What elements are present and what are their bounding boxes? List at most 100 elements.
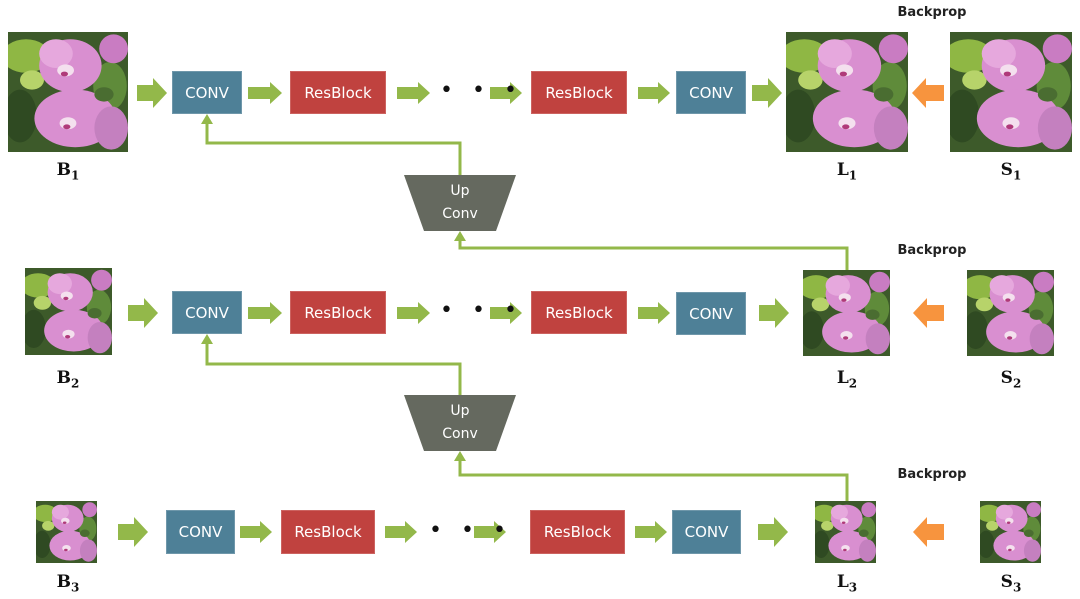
backprop-label-r3: Backprop [897, 467, 967, 482]
label-base: L [836, 572, 849, 592]
conv-block-r3-out: CONV [672, 510, 741, 554]
label-s2: S2 [981, 368, 1041, 390]
target-image-s3 [980, 501, 1041, 563]
arrow-right-icon [752, 78, 782, 108]
label-sub: 1 [71, 168, 80, 183]
upconv-line2: Conv [442, 426, 478, 442]
arrow-right-icon [240, 521, 272, 543]
label-b1: B1 [38, 160, 98, 182]
flower-photo-icon [8, 32, 128, 152]
conv-block-r2-out: CONV [676, 292, 746, 335]
arrow-up-icon [201, 334, 213, 344]
flower-photo-icon [967, 270, 1054, 356]
feedback-line-l2-to-upconv1 [458, 240, 849, 270]
arrow-right-icon [474, 521, 506, 543]
arrow-left-icon [913, 517, 944, 547]
resblock-r1-b: ResBlock [531, 71, 627, 114]
backprop-label-r1: Backprop [897, 5, 967, 20]
arrow-up-icon [201, 114, 213, 124]
label-base: B [56, 368, 71, 388]
feedback-line-upconv1-to-conv1 [205, 124, 462, 175]
flower-photo-icon [950, 32, 1072, 152]
label-sub: 1 [848, 168, 858, 183]
conv-block-r3-in: CONV [166, 510, 235, 554]
arrow-right-icon [490, 302, 522, 324]
label-b3: B3 [38, 572, 98, 594]
label-base: L [836, 160, 849, 180]
resblock-r2-a: ResBlock [290, 291, 386, 334]
ellipsis-r2: • • • [440, 298, 523, 323]
arrow-right-icon [759, 298, 789, 328]
feedback-line-l3-to-upconv2 [458, 460, 849, 501]
label-sub: 3 [848, 580, 858, 595]
conv-block-r1-out: CONV [676, 71, 746, 114]
feedback-line-upconv2-to-conv2 [205, 344, 462, 395]
arrow-up-icon [454, 231, 466, 241]
label-base: S [1000, 368, 1013, 388]
conv-block-r2-in: CONV [172, 291, 242, 334]
arrow-right-icon [137, 78, 167, 108]
resblock-r1-a: ResBlock [290, 71, 386, 114]
arrow-right-icon [128, 298, 158, 328]
flower-photo-icon [786, 32, 908, 152]
arrow-right-icon [248, 82, 282, 104]
ellipsis-r1: • • • [440, 78, 523, 103]
backprop-label-r2: Backprop [897, 243, 967, 258]
resblock-r2-b: ResBlock [531, 291, 627, 334]
resblock-r3-a: ResBlock [281, 510, 375, 554]
arrow-right-icon [397, 82, 430, 104]
label-l3: L3 [817, 572, 877, 594]
flower-photo-icon [36, 501, 97, 563]
label-b2: B2 [38, 368, 98, 390]
arrow-up-icon [454, 451, 466, 461]
label-sub: 2 [1012, 376, 1022, 391]
label-s1: S1 [981, 160, 1041, 182]
arrow-left-icon [913, 298, 944, 328]
arrow-right-icon [758, 517, 788, 547]
flower-photo-icon [815, 501, 876, 563]
input-image-b3 [36, 501, 97, 563]
arrow-right-icon [118, 517, 148, 547]
label-base: B [56, 572, 71, 592]
label-sub: 1 [1012, 168, 1022, 183]
arrow-right-icon [248, 302, 282, 324]
label-sub: 3 [1012, 580, 1022, 595]
target-image-s2 [967, 270, 1054, 356]
resblock-r3-b: ResBlock [530, 510, 625, 554]
target-image-s1 [950, 32, 1072, 152]
label-s3: S3 [981, 572, 1041, 594]
output-image-l3 [815, 501, 876, 563]
label-sub: 2 [71, 376, 80, 391]
arrow-left-icon [912, 78, 944, 108]
label-base: L [836, 368, 849, 388]
arrow-right-icon [635, 521, 667, 543]
conv-block-r1-in: CONV [172, 71, 242, 114]
label-base: S [1000, 572, 1013, 592]
upconv-line2: Conv [442, 206, 478, 222]
output-image-l2 [803, 270, 890, 356]
input-image-b2 [25, 268, 112, 355]
label-l1: L1 [817, 160, 877, 182]
ellipsis-r3: • • • [429, 518, 512, 543]
label-base: S [1000, 160, 1013, 180]
trapezoid-shape [404, 395, 516, 451]
flower-photo-icon [25, 268, 112, 355]
flower-photo-icon [803, 270, 890, 356]
label-l2: L2 [817, 368, 877, 390]
input-image-b1 [8, 32, 128, 152]
upconv-line1: Up [450, 403, 470, 419]
flower-photo-icon [980, 501, 1041, 563]
label-sub: 3 [71, 580, 80, 595]
arrow-right-icon [638, 302, 670, 324]
arrow-right-icon [397, 302, 430, 324]
trapezoid-shape [404, 175, 516, 231]
output-image-l1 [786, 32, 908, 152]
label-sub: 2 [848, 376, 858, 391]
arrow-right-icon [385, 521, 417, 543]
label-base: B [56, 160, 71, 180]
upconv-line1: Up [450, 183, 470, 199]
arrow-right-icon [490, 82, 522, 104]
